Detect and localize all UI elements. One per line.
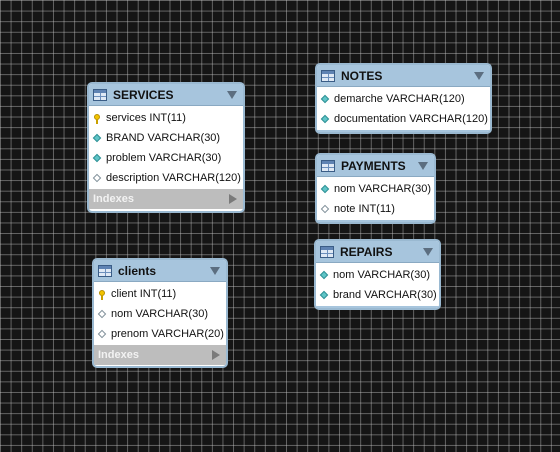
column-row[interactable]: nom VARCHAR(30) xyxy=(317,179,434,199)
chevron-down-icon[interactable] xyxy=(423,247,433,256)
column-label: problem VARCHAR(30) xyxy=(106,152,222,164)
not-null-column-icon xyxy=(321,115,330,124)
column-list: nom VARCHAR(30) note INT(11) xyxy=(317,177,434,220)
column-row[interactable]: documentation VARCHAR(120) xyxy=(317,109,490,129)
column-row[interactable]: demarche VARCHAR(120) xyxy=(317,89,490,109)
column-label: services INT(11) xyxy=(106,112,186,124)
primary-key-icon xyxy=(98,289,107,300)
column-label: demarche VARCHAR(120) xyxy=(334,93,465,105)
column-label: description VARCHAR(120) xyxy=(106,172,241,184)
not-null-column-icon xyxy=(93,154,102,163)
indexes-toggle[interactable]: Indexes xyxy=(89,189,243,209)
entity-title: NOTES xyxy=(341,68,383,83)
primary-key-icon xyxy=(93,113,102,124)
not-null-column-icon xyxy=(93,134,102,143)
entity-header[interactable]: REPAIRS xyxy=(316,241,439,263)
not-null-column-icon xyxy=(321,185,330,194)
column-list: services INT(11) BRAND VARCHAR(30) probl… xyxy=(89,106,243,189)
entity-header[interactable]: SERVICES xyxy=(89,84,243,106)
column-row[interactable]: nom VARCHAR(30) xyxy=(316,265,439,285)
entity-payments[interactable]: PAYMENTS nom VARCHAR(30) note INT(11) xyxy=(315,153,436,224)
not-null-column-icon xyxy=(320,271,329,280)
chevron-right-icon xyxy=(229,194,237,204)
chevron-down-icon[interactable] xyxy=(210,266,220,275)
nullable-column-icon xyxy=(321,205,330,214)
nullable-column-icon xyxy=(93,174,102,183)
not-null-column-icon xyxy=(321,95,330,104)
column-row[interactable]: problem VARCHAR(30) xyxy=(89,148,243,168)
entity-footer xyxy=(316,306,439,308)
nullable-column-icon xyxy=(98,310,107,319)
entity-header[interactable]: clients xyxy=(94,260,226,282)
column-list: client INT(11) nom VARCHAR(30) prenom VA… xyxy=(94,282,226,345)
column-row[interactable]: prenom VARCHAR(20) xyxy=(94,324,226,344)
column-row[interactable]: brand VARCHAR(30) xyxy=(316,285,439,305)
entity-title: PAYMENTS xyxy=(341,158,406,173)
indexes-label: Indexes xyxy=(93,193,134,205)
column-row[interactable]: services INT(11) xyxy=(89,108,243,128)
column-label: nom VARCHAR(30) xyxy=(333,269,430,281)
entity-header[interactable]: PAYMENTS xyxy=(317,155,434,177)
table-icon xyxy=(321,69,335,82)
column-label: nom VARCHAR(30) xyxy=(111,308,208,320)
table-icon xyxy=(93,88,107,101)
entity-notes[interactable]: NOTES demarche VARCHAR(120) documentatio… xyxy=(315,63,492,134)
column-label: prenom VARCHAR(20) xyxy=(111,328,224,340)
entity-title: SERVICES xyxy=(113,87,174,102)
entity-services[interactable]: SERVICES services INT(11) BRAND VARCHAR(… xyxy=(87,82,245,213)
indexes-toggle[interactable]: Indexes xyxy=(94,345,226,365)
entity-title: clients xyxy=(118,263,157,278)
entity-clients[interactable]: clients client INT(11) nom VARCHAR(30) p… xyxy=(92,258,228,368)
column-row[interactable]: description VARCHAR(120) xyxy=(89,168,243,188)
chevron-down-icon[interactable] xyxy=(227,90,237,99)
table-icon xyxy=(321,159,335,172)
entity-repairs[interactable]: REPAIRS nom VARCHAR(30) brand VARCHAR(30… xyxy=(314,239,441,310)
chevron-down-icon[interactable] xyxy=(418,161,428,170)
entity-title: REPAIRS xyxy=(340,244,393,259)
entity-footer xyxy=(317,130,490,132)
not-null-column-icon xyxy=(320,291,329,300)
column-label: BRAND VARCHAR(30) xyxy=(106,132,221,144)
column-row[interactable]: BRAND VARCHAR(30) xyxy=(89,128,243,148)
column-label: note INT(11) xyxy=(334,203,395,215)
column-list: demarche VARCHAR(120) documentation VARC… xyxy=(317,87,490,130)
column-label: documentation VARCHAR(120) xyxy=(334,113,488,125)
column-label: client INT(11) xyxy=(111,288,177,300)
nullable-column-icon xyxy=(98,330,107,339)
column-list: nom VARCHAR(30) brand VARCHAR(30) xyxy=(316,263,439,306)
table-icon xyxy=(320,245,334,258)
indexes-label: Indexes xyxy=(98,349,139,361)
table-icon xyxy=(98,264,112,277)
column-row[interactable]: client INT(11) xyxy=(94,284,226,304)
column-row[interactable]: note INT(11) xyxy=(317,199,434,219)
column-row[interactable]: nom VARCHAR(30) xyxy=(94,304,226,324)
chevron-down-icon[interactable] xyxy=(474,71,484,80)
entity-footer xyxy=(317,220,434,222)
column-label: nom VARCHAR(30) xyxy=(334,183,431,195)
entity-header[interactable]: NOTES xyxy=(317,65,490,87)
column-label: brand VARCHAR(30) xyxy=(333,289,437,301)
chevron-right-icon xyxy=(212,350,220,360)
